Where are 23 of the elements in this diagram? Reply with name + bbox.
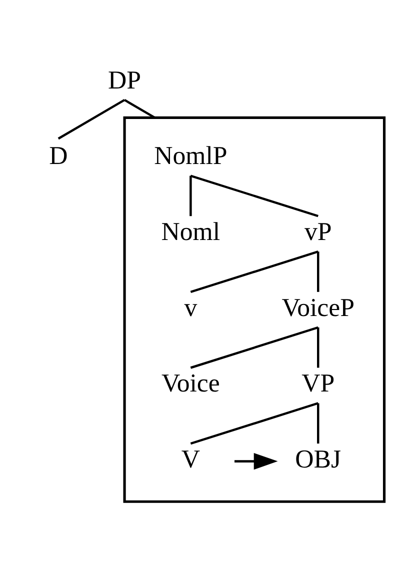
node-text: DP [108, 65, 142, 94]
connector [190, 326, 318, 369]
node-text: Noml [161, 216, 220, 246]
node-text: NomlP [154, 141, 228, 170]
node-text: D [49, 141, 68, 170]
connector [124, 98, 156, 119]
connector [317, 327, 320, 368]
cluster [123, 116, 386, 503]
node-text: Voice [162, 368, 220, 398]
node-text: VP [302, 368, 335, 398]
connector [190, 176, 192, 216]
connector [190, 174, 318, 218]
node-text: vP [304, 216, 332, 246]
connector [317, 403, 320, 444]
connector [58, 98, 126, 140]
node-text: VoiceP [282, 292, 354, 322]
connector [317, 252, 320, 292]
node-text: V [181, 444, 200, 474]
connector [190, 250, 318, 293]
node-text: OBJ [295, 444, 342, 474]
connector [190, 402, 318, 445]
node-text: v [184, 292, 198, 322]
arrow [234, 452, 278, 470]
